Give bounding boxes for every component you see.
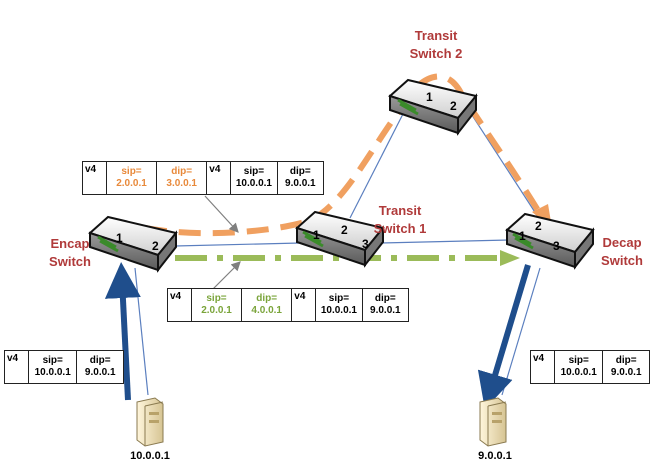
outer-version: v4	[83, 162, 107, 194]
transit1-switch-label: Transit	[379, 203, 422, 218]
inner-version: v4	[292, 289, 317, 321]
outer-dip: dip= 3.0.0.1	[157, 162, 208, 194]
sip-value: 10.0.0.1	[560, 367, 597, 378]
orange-header-pointer	[204, 195, 239, 233]
transit1-port-2: 2	[341, 223, 348, 237]
orange-tunnel-path	[144, 73, 548, 237]
destination-host-ip: 9.0.0.1	[478, 450, 512, 462]
outer-dip: dip= 4.0.0.1	[242, 289, 293, 321]
transit2-switch-label-2: Switch 2	[410, 46, 463, 61]
outer-dip-value: 4.0.0.1	[251, 305, 282, 316]
dip-label: dip=	[615, 355, 637, 366]
outer-sip-value: 2.0.0.1	[116, 178, 147, 189]
decap-switch[interactable]: 1 2 3	[505, 212, 595, 270]
sip-label: sip=	[42, 355, 63, 366]
outer-sip-label: sip=	[121, 166, 142, 177]
green-tunnel-arrowhead	[500, 250, 520, 266]
outer-version: v4	[168, 289, 192, 321]
decap-switch-label: Decap	[602, 235, 641, 250]
outer-sip-value: 2.0.0.1	[201, 305, 232, 316]
green-tunnel-header: v4 sip= 2.0.0.1 dip= 4.0.0.1 v4 sip= 10.…	[167, 288, 409, 322]
transit-switch-2[interactable]: 1 2	[388, 78, 478, 136]
ingress-flow-arrow	[104, 262, 141, 401]
transit1-port-3: 3	[362, 237, 369, 251]
inner-sip-label: sip=	[243, 166, 265, 177]
link-encap-transit1	[174, 242, 301, 247]
decap-port-2: 2	[535, 219, 542, 233]
destination-host[interactable]	[479, 397, 507, 447]
orange-tunnel-header: v4 sip= 2.0.0.1 dip= 3.0.0.1 v4 sip= 10.…	[82, 161, 324, 195]
inner-dip-value: 9.0.0.1	[370, 305, 401, 316]
source-host-ip: 10.0.0.1	[130, 450, 170, 462]
dip-value: 9.0.0.1	[610, 367, 642, 378]
link-encap-host	[134, 267, 149, 396]
sip: sip= 10.0.0.1	[29, 351, 78, 383]
inner-sip-value: 10.0.0.1	[235, 178, 272, 189]
transit1-port-1: 1	[313, 228, 320, 242]
version: v4	[5, 351, 29, 383]
decap-port-1: 1	[519, 229, 526, 243]
transit2-port-1: 1	[426, 90, 433, 104]
inner-sip-label: sip=	[328, 293, 350, 304]
encap-port-2: 2	[152, 239, 159, 253]
sip-label: sip=	[568, 355, 589, 366]
decap-port-3: 3	[553, 239, 560, 253]
dip-label: dip=	[89, 355, 111, 366]
outer-sip: sip= 2.0.0.1	[107, 162, 158, 194]
outer-dip-label: dip=	[256, 293, 278, 304]
encap-port-1: 1	[116, 231, 123, 245]
inner-dip: dip= 9.0.0.1	[278, 162, 323, 194]
outer-sip-label: sip=	[206, 293, 227, 304]
egress-flow-arrow	[477, 264, 531, 410]
encap-switch-label: Encap	[50, 236, 89, 251]
link-transit1-transit2	[349, 109, 406, 219]
encap-switch[interactable]: 1 2	[88, 215, 178, 273]
version: v4	[531, 351, 555, 383]
sip: sip= 10.0.0.1	[555, 351, 604, 383]
transit2-port-2: 2	[450, 99, 457, 113]
dip: dip= 9.0.0.1	[77, 351, 123, 383]
green-header-pointer	[211, 261, 241, 291]
outer-dip-label: dip=	[171, 166, 193, 177]
outer-dip-value: 3.0.0.1	[166, 178, 197, 189]
transit2-switch-label: Transit	[415, 28, 458, 43]
transit-switch-1[interactable]: 1 2 3	[295, 210, 385, 268]
egress-header: v4 sip= 10.0.0.1 dip= 9.0.0.1	[530, 350, 650, 384]
inner-dip-label: dip=	[289, 166, 311, 177]
dip-value: 9.0.0.1	[84, 367, 116, 378]
link-transit2-decap	[469, 111, 541, 221]
inner-dip-value: 9.0.0.1	[285, 178, 316, 189]
decap-switch-label-2: Switch	[601, 253, 643, 268]
inner-sip: sip= 10.0.0.1	[316, 289, 363, 321]
transit1-switch-label-2: Switch 1	[374, 221, 427, 236]
inner-version: v4	[207, 162, 232, 194]
outer-sip: sip= 2.0.0.1	[192, 289, 243, 321]
dip: dip= 9.0.0.1	[603, 351, 649, 383]
encap-switch-label-2: Switch	[49, 254, 91, 269]
ingress-header: v4 sip= 10.0.0.1 dip= 9.0.0.1	[4, 350, 124, 384]
inner-dip-label: dip=	[374, 293, 396, 304]
inner-dip: dip= 9.0.0.1	[363, 289, 408, 321]
source-host[interactable]	[136, 397, 164, 447]
link-transit1-decap	[379, 239, 511, 244]
sip-value: 10.0.0.1	[34, 367, 71, 378]
inner-sip: sip= 10.0.0.1	[231, 162, 278, 194]
inner-sip-value: 10.0.0.1	[320, 305, 357, 316]
